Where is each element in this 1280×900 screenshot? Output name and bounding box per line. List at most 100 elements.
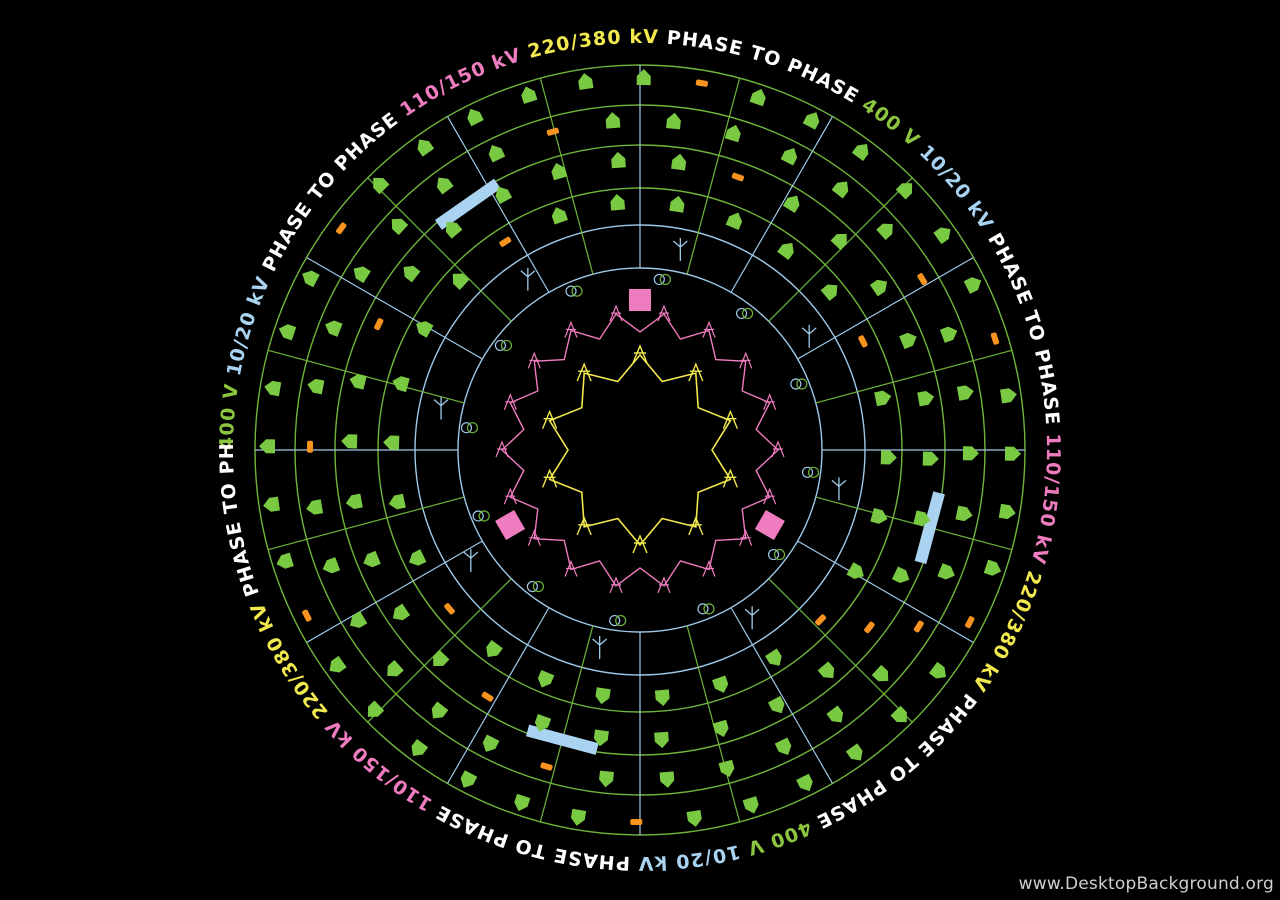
house-icon [654,731,669,749]
radial-feeder [686,77,741,275]
house-icon [593,729,609,747]
pylon-icon [564,559,578,577]
house-icon [826,705,844,723]
house-icon [610,194,626,211]
transformer-icon [615,614,627,627]
house-icon [460,770,478,788]
house-icon [871,664,889,682]
radial-feeder [306,256,483,360]
car-icon [302,609,312,622]
house-icon [417,139,435,157]
power-core [433,238,847,659]
house-icon [983,559,1002,576]
house-icon [870,507,888,524]
house-icon [263,496,280,512]
wind-turbine-icon [744,606,760,630]
pylon-icon [739,529,753,546]
pylon-icon [609,576,623,594]
house-icon [712,675,729,693]
house-icon [845,743,863,761]
house-icon [445,221,463,239]
car-icon [374,318,384,331]
house-icon [431,701,449,719]
transformer-icon [532,580,545,593]
house-icon [917,390,935,407]
house-icon [895,183,913,200]
radial-feeder [446,607,550,784]
house-icon [306,499,324,515]
house-icon [534,714,552,732]
house-icon [373,177,390,195]
ring-label-phase_to_phase: PHASE TO PHASE [425,796,630,873]
wind-turbine-icon [433,396,449,420]
house-icon [831,181,849,199]
ring-label-kv220_380: 220/380 kV [963,568,1045,702]
ring-label-phase_to_phase: PHASE TO PHASE [258,103,408,275]
high-voltage-ring [548,353,732,547]
pylon-icon [632,534,648,554]
house-icon [724,124,741,143]
radial-feeder [797,540,974,644]
transformer-icon [565,285,577,297]
house-icon [363,550,381,568]
ring-label-kv10_20: 10/20 kV [915,141,1002,241]
transformer-icon [500,339,513,352]
house-icon [774,737,792,755]
transformer-icon [796,378,808,390]
car-icon [695,79,708,87]
pylon-icon [688,362,704,382]
house-icon [851,144,869,162]
car-icon [731,172,744,182]
voltage-ring-label: 400 V 10/20 kV PHASE TO PHASE 110/150 kV… [0,0,1063,874]
radial-feeder [730,607,834,784]
house-icon [913,510,931,527]
pylon-icon [527,529,541,546]
house-icon [998,503,1016,520]
house-icon [605,112,621,129]
pylon-icon [495,440,509,458]
house-icon [666,112,681,130]
car-icon [858,335,868,348]
wind-turbine-icon [831,477,847,501]
radial-feeder [730,116,834,293]
wind-turbine-icon [463,549,479,573]
house-icon [276,552,294,569]
radial-feeder [797,256,974,360]
house-icon [669,195,685,213]
pylon-icon [503,393,517,411]
car-icon [336,222,347,235]
house-icon [495,186,513,205]
house-icon [937,563,955,580]
house-icon [874,390,892,407]
house-icon [780,148,798,166]
consumer-icons [259,69,1021,827]
house-icon [264,380,282,397]
house-icon [452,273,470,290]
radial-feeder [768,578,913,723]
house-icon [322,557,341,574]
transformer-icon [526,580,539,593]
car-icon [965,616,975,629]
pylon-icon [702,559,716,577]
house-icon [1000,388,1017,404]
house-icon [514,793,531,812]
ring-label-kv10_20: 10/20 kV [223,266,278,378]
house-icon [802,112,820,130]
house-icon [433,649,450,667]
ring-label-kv220_380: 220/380 kV [526,26,668,63]
industry-icon [914,491,945,564]
wind-turbine-icon [520,267,536,291]
house-icon [350,611,368,628]
transformer-icon [790,378,802,390]
power-plant-icon [495,509,526,541]
pylon-icon [657,576,671,594]
transformer-icon [697,603,709,615]
house-icon [391,218,409,236]
radial-feeder [539,625,594,823]
pylon-icon [542,468,558,488]
transformer-icon [466,422,479,434]
car-icon [630,818,643,826]
house-icon [928,661,946,679]
house-icon [846,562,864,579]
